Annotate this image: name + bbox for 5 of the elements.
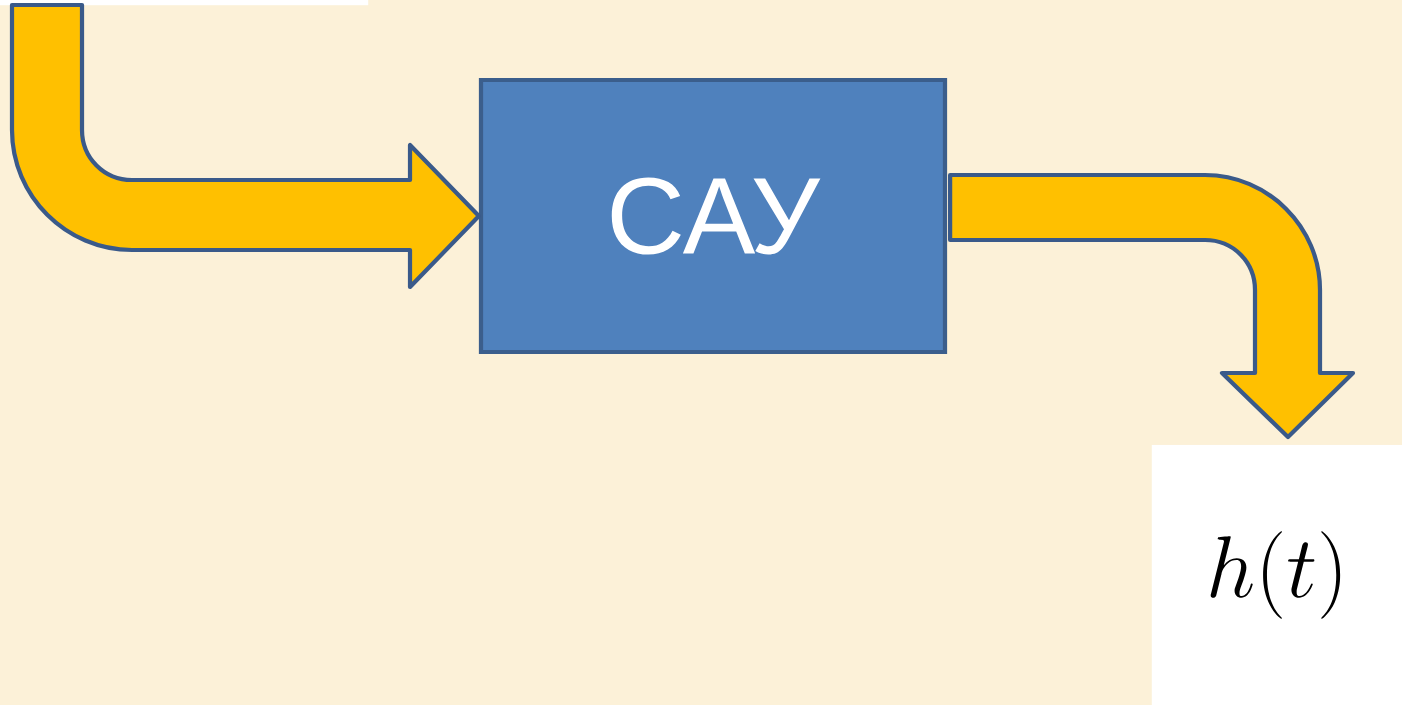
input-box bbox=[0, 0, 369, 6]
process-box: САУ bbox=[478, 77, 948, 355]
block-arrow bbox=[9, 2, 481, 290]
output-box: $h(t)$ bbox=[1151, 444, 1402, 705]
block-arrow bbox=[948, 172, 1356, 440]
